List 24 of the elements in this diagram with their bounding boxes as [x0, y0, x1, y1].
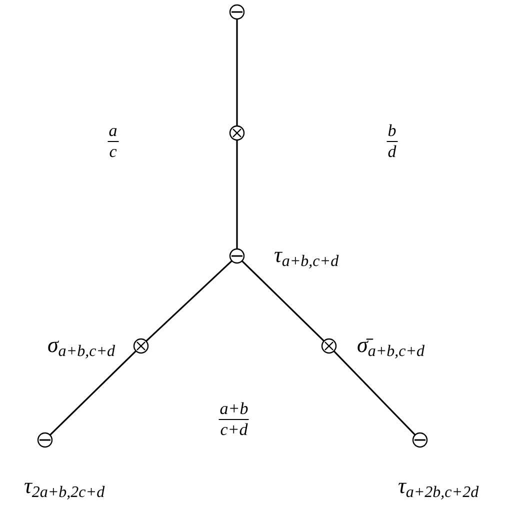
fraction-denominator: c [108, 142, 118, 162]
node-caption: τ$_{a+2b,c+2d}$ [398, 475, 479, 497]
fraction-numerator: b [386, 121, 398, 142]
connector-line [49, 350, 137, 436]
connector-line [146, 260, 232, 342]
connector-line [236, 140, 238, 249]
crossed-circle-node [133, 338, 149, 354]
connector-line [236, 19, 238, 126]
barred-circle-node [37, 432, 53, 448]
crossed-circle-node [321, 338, 337, 354]
node-caption: τ$_{a+b,c+d}$ [274, 244, 339, 266]
barred-circle-node [229, 248, 245, 264]
node-caption: σ̄$_{a+b,c+d}$ [357, 334, 425, 356]
fraction-denominator: d [386, 142, 398, 162]
barred-circle-node [229, 4, 245, 20]
crossed-circle-node [229, 125, 245, 141]
fraction-denominator: c+d [219, 420, 249, 440]
node-caption: τ$_{2a+b,2c+d}$ [24, 475, 105, 497]
fraction-numerator: a [108, 121, 118, 142]
connector-line [241, 260, 325, 342]
barred-circle-node [412, 432, 428, 448]
connector-line [333, 350, 416, 436]
fraction-numerator: a+b [218, 399, 250, 420]
node-caption: σ$_{a+b,c+d}$ [47, 334, 115, 356]
